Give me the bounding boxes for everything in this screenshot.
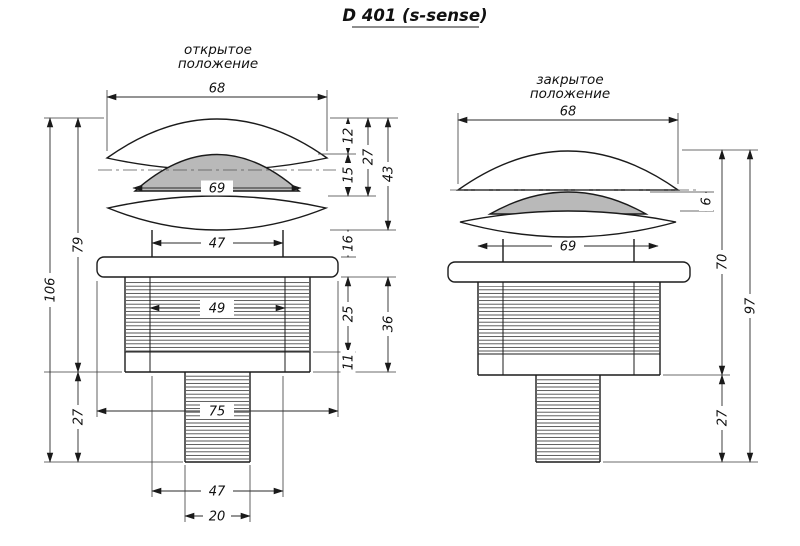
- waste-plate-left: [105, 195, 329, 231]
- right-view-caption: закрытое положение: [530, 72, 610, 102]
- dim-text-79: 79: [72, 237, 87, 254]
- right-figure: [447, 150, 698, 463]
- page-title: D 401 (s-sense): [342, 6, 487, 25]
- plug-cap-closed: [487, 191, 649, 215]
- dim-text-69-left: 69: [209, 182, 226, 197]
- dim-text-12: 12: [342, 128, 357, 145]
- left-view-height-dims-right-side: 12 15 27 43 16 25 11 36: [313, 117, 398, 374]
- dim-text-49-bore: 49: [209, 302, 226, 317]
- dim-text-15: 15: [342, 167, 357, 184]
- dim-top-diameter-right: 68: [457, 105, 679, 184]
- dim-text-27-head: 27: [362, 148, 377, 165]
- left-caption-line1: открытое: [184, 42, 252, 58]
- dim-text-11: 11: [342, 354, 357, 371]
- flange-left: [96, 256, 339, 278]
- dim-cap-gap-right: 6: [650, 191, 715, 212]
- right-view-height-dims: 70 27 97: [603, 149, 759, 463]
- dim-text-6: 6: [700, 197, 715, 205]
- dim-text-43: 43: [382, 166, 397, 183]
- left-view-height-dims-left-side: 106 79 27: [42, 117, 183, 463]
- dim-text-20-stem: 20: [209, 510, 226, 525]
- dim-plug-diameter-left: 69: [132, 180, 302, 197]
- dim-text-27-stem-left: 27: [72, 408, 87, 425]
- dim-stem-diameter: 20: [184, 465, 251, 525]
- dim-plug-diameter-right: 69: [477, 238, 659, 255]
- body-thread-hatch-right: [479, 286, 659, 354]
- left-figure: [96, 118, 339, 463]
- stem-thread-hatch-right: [537, 377, 599, 460]
- dim-text-68-right: 68: [560, 105, 577, 120]
- dim-text-75-flange: 75: [209, 405, 226, 420]
- dim-neck-diameter: 47: [151, 235, 284, 252]
- dim-text-68-left: 68: [209, 82, 226, 97]
- dim-bore-diameter: 49: [149, 300, 286, 317]
- dim-text-36: 36: [382, 316, 397, 333]
- dim-text-70: 70: [716, 254, 731, 271]
- dim-text-106: 106: [44, 278, 59, 303]
- dim-text-47-lower: 47: [209, 485, 226, 500]
- dome-cap-closed: [455, 150, 681, 191]
- plug-cap-open: [133, 153, 301, 192]
- flange-right: [447, 261, 691, 283]
- left-view-caption: открытое положение: [178, 42, 258, 72]
- waste-plate-right: [459, 210, 677, 238]
- dim-text-27-stem-right: 27: [716, 409, 731, 426]
- right-caption-line2: положение: [530, 86, 610, 102]
- dim-text-47-neck: 47: [209, 237, 226, 252]
- dim-text-69-right: 69: [560, 240, 577, 255]
- dim-flange-diameter: 75: [96, 281, 339, 420]
- right-caption-line1: закрытое: [536, 72, 603, 88]
- dim-text-16: 16: [342, 235, 357, 252]
- dim-lower-diameter: 47: [151, 376, 284, 500]
- dim-text-25: 25: [342, 306, 357, 323]
- dim-top-diameter-left: 68: [106, 82, 328, 151]
- left-caption-line2: положение: [178, 56, 258, 72]
- dim-text-97: 97: [744, 297, 759, 314]
- body-thread-hatch-left: [126, 281, 309, 352]
